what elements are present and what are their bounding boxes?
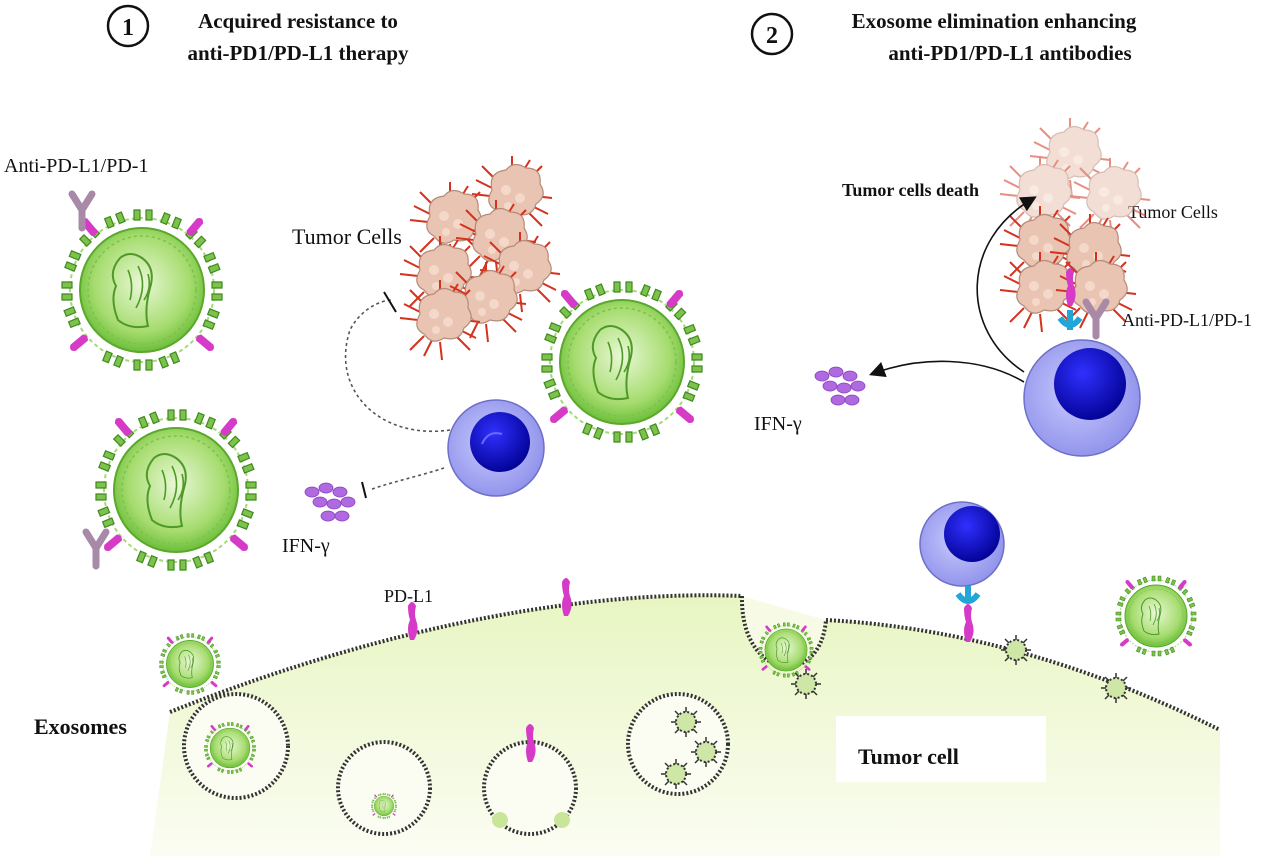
receptor-icon xyxy=(955,586,981,604)
dying-tumor-cells-cluster xyxy=(999,117,1151,333)
ifn-gamma-icon xyxy=(304,482,356,522)
panel1-title: 1 Acquired resistance to anti-PD1/PD-L1 … xyxy=(106,4,409,65)
endosome xyxy=(336,740,432,836)
pdl1-icon xyxy=(408,602,418,640)
panel1-title-line2: anti-PD1/PD-L1 therapy xyxy=(187,41,409,65)
mini-vesicle-icon xyxy=(1100,672,1132,704)
exosome-icon xyxy=(541,281,703,443)
panel2-title: 2 Exosome elimination enhancing anti-PD1… xyxy=(750,9,1137,65)
exosome-icon xyxy=(61,209,223,371)
exosome-icon xyxy=(95,409,257,571)
panel1-number: 1 xyxy=(122,15,134,41)
panel2-death-label: Tumor cells death xyxy=(842,180,979,200)
tumor-cells-cluster xyxy=(399,155,561,361)
pdl1-icon xyxy=(964,604,974,642)
receptor-icon xyxy=(1057,310,1083,330)
panel1-title-line1: Acquired resistance to xyxy=(198,9,398,33)
panel2-title-line1: Exosome elimination enhancing xyxy=(852,9,1137,33)
panel1-ifn-label: IFN-γ xyxy=(282,535,330,557)
panel1-antibody-label: Anti-PD-L1/PD-1 xyxy=(4,155,148,177)
exosome-icon xyxy=(159,633,221,695)
t-cell-icon xyxy=(919,501,1005,587)
endosome xyxy=(182,692,290,800)
tumor-cell-label-box xyxy=(836,716,1046,782)
inhibition-path xyxy=(344,299,451,433)
t-cell-icon xyxy=(447,399,545,497)
mini-vesicle-icon xyxy=(790,668,822,700)
death-arrow xyxy=(976,196,1037,373)
panel2-title-line2: anti-PD1/PD-L1 antibodies xyxy=(888,41,1131,65)
inhibition-bar xyxy=(383,291,397,313)
antibody-icon xyxy=(86,532,106,566)
pdl1-icon xyxy=(562,578,572,616)
pdl1-label: PD-L1 xyxy=(384,586,433,606)
exosome-icon xyxy=(1115,575,1197,657)
endosome xyxy=(482,724,578,836)
inhibition-bar xyxy=(361,481,367,499)
panel2-number: 2 xyxy=(766,23,778,49)
panel1-number-circle xyxy=(106,4,150,48)
panel2-number-circle xyxy=(750,12,794,56)
exosomes-label: Exosomes xyxy=(34,714,127,739)
panel2-ifn-label: IFN-γ xyxy=(754,413,802,435)
panel2-antibody-label: Anti-PD-L1/PD-1 xyxy=(1122,310,1252,330)
tumor-cell-label: Tumor cell xyxy=(858,744,959,769)
ifn-arrow xyxy=(869,360,1025,383)
inhibition-path xyxy=(369,467,445,491)
panel1-tumor-cells-label: Tumor Cells xyxy=(292,224,402,249)
ifn-gamma-icon xyxy=(814,366,866,406)
t-cell-icon xyxy=(1023,339,1141,457)
mini-vesicle-icon xyxy=(1000,634,1032,666)
panel2-tumor-cells-label: Tumor Cells xyxy=(1128,202,1218,222)
endosome xyxy=(626,692,730,796)
